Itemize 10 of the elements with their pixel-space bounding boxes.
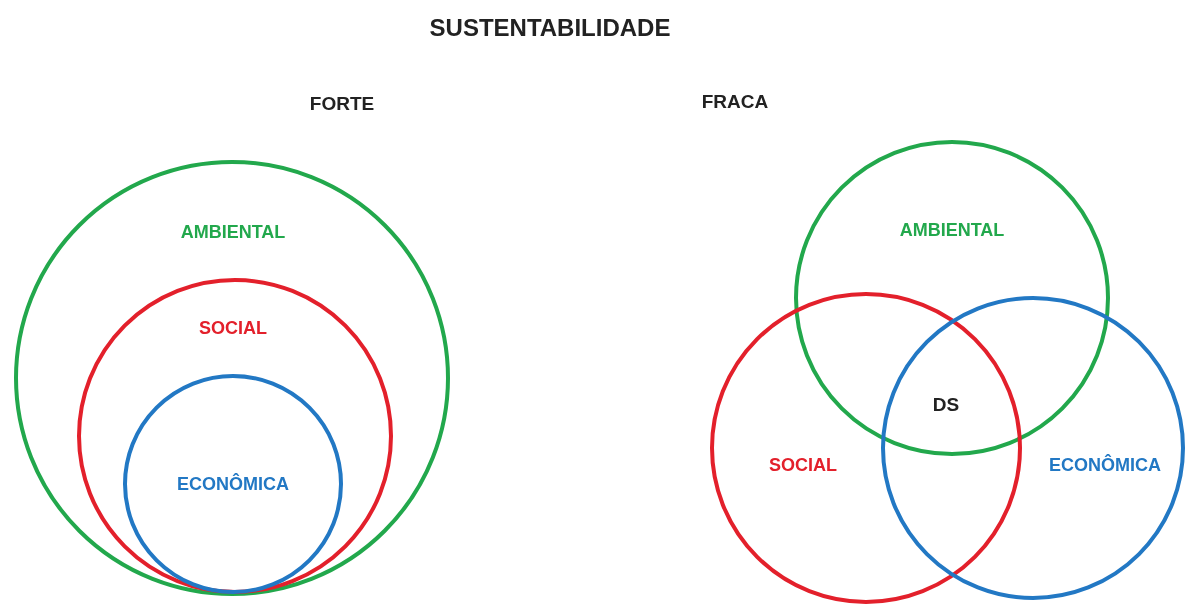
circle-label: ECONÔMICA [1049,453,1161,477]
circle-label: AMBIENTAL [180,220,286,244]
label: DS [932,392,960,417]
circle-label: SOCIAL [199,316,267,340]
label: FRACA [701,89,769,114]
circle-label: ECONÔMICA [177,472,289,496]
circle-label: SOCIAL [769,453,837,477]
label: FORTE [309,91,375,116]
circle-label: AMBIENTAL [899,218,1005,242]
title: SUSTENTABILIDADE [429,13,671,43]
